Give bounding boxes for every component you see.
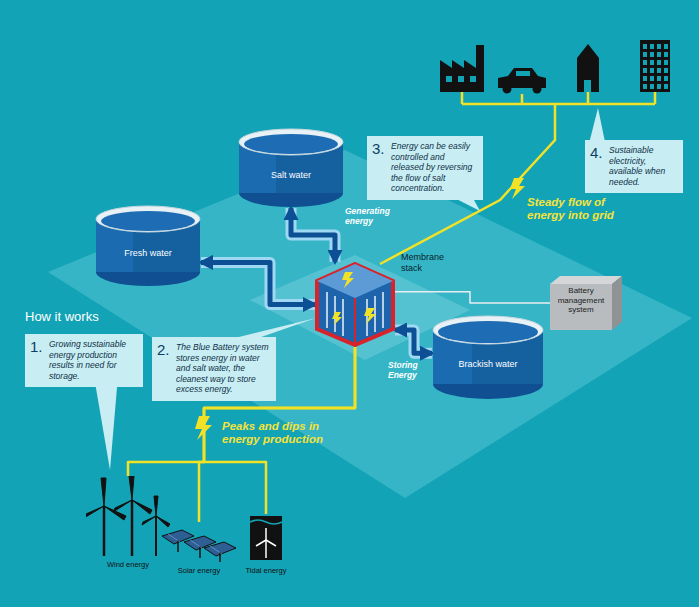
callout-text: Sustainable electricity, available when … xyxy=(606,145,677,187)
window xyxy=(643,60,647,65)
water-pipe xyxy=(291,208,335,262)
pipe-casing xyxy=(291,208,335,262)
wind-turbines xyxy=(86,476,170,556)
water-pipe xyxy=(395,330,432,353)
annotation-label: How it works xyxy=(25,309,135,324)
window xyxy=(643,76,647,81)
window xyxy=(664,52,668,57)
callout-pointer xyxy=(457,200,480,212)
membrane-cube xyxy=(315,262,395,347)
callout-pointer xyxy=(96,387,117,470)
callout-number: 1. xyxy=(30,339,46,354)
window xyxy=(664,68,668,73)
callout-pointer xyxy=(239,318,316,337)
window xyxy=(657,44,661,49)
window xyxy=(657,68,661,73)
tank-cylinder xyxy=(95,205,201,287)
battery-label: Battery management system xyxy=(550,276,612,315)
callout-text: The Blue Battery system stores energy in… xyxy=(173,342,270,395)
building-windows xyxy=(643,44,668,89)
source-label: Solar energy xyxy=(160,566,238,575)
tank-cylinder xyxy=(432,315,544,400)
callout-pointer xyxy=(590,108,605,140)
window xyxy=(664,60,668,65)
callout-pointers xyxy=(96,108,605,470)
window xyxy=(657,84,661,89)
platform xyxy=(48,150,692,498)
callout-number: 4. xyxy=(590,145,606,160)
tank-label: Fresh water xyxy=(95,248,201,258)
water-pipe xyxy=(201,262,315,304)
window xyxy=(657,76,661,81)
membrane-node: Membrane stack xyxy=(315,262,395,347)
callout-text: Growing sustainable energy production re… xyxy=(46,339,137,381)
tidal-turbine xyxy=(240,514,292,562)
window xyxy=(643,44,647,49)
window xyxy=(650,60,654,65)
annotation-label: Peaks and dips in energy production xyxy=(222,420,336,446)
wind-node: Wind energy xyxy=(86,476,170,569)
callout-text: Energy can be easily controlled and rele… xyxy=(388,141,477,194)
consumer-icons xyxy=(440,40,670,94)
window xyxy=(643,68,647,73)
callout-node: 4.Sustainable electricity, available whe… xyxy=(585,140,683,193)
callout-node: 2.The Blue Battery system stores energy … xyxy=(152,337,276,401)
window xyxy=(664,44,668,49)
annotation-label: Generating energy xyxy=(345,206,409,226)
tank-node: Brackish water xyxy=(432,315,544,400)
annotation-label: Steady flow of energy into grid xyxy=(527,196,639,222)
solar-node: Solar energy xyxy=(160,522,238,575)
tank-cylinder xyxy=(238,128,344,208)
solar-panels xyxy=(160,522,238,562)
tank-node: Fresh water xyxy=(95,205,201,287)
membrane-label: Membrane stack xyxy=(401,252,459,274)
tank-label: Salt water xyxy=(238,170,344,180)
tank-label: Brackish water xyxy=(432,359,544,369)
control-line xyxy=(395,292,550,303)
window xyxy=(664,84,668,89)
window xyxy=(650,52,654,57)
battery-node: Battery management system xyxy=(550,276,622,330)
tidal-node: Tidal energy xyxy=(240,514,292,575)
pipe-casing xyxy=(395,330,432,353)
source-label: Tidal energy xyxy=(240,566,292,575)
window xyxy=(657,52,661,57)
pipe-casing xyxy=(201,262,315,304)
callout-node: 1.Growing sustainable energy production … xyxy=(25,334,143,387)
annotation-label: Storing Energy xyxy=(388,360,430,380)
window xyxy=(650,76,654,81)
window xyxy=(650,68,654,73)
window xyxy=(650,84,654,89)
window xyxy=(664,76,668,81)
callout-number: 2. xyxy=(157,342,173,357)
tank-node: Salt water xyxy=(238,128,344,208)
source-label: Wind energy xyxy=(86,560,170,569)
callout-node: 3.Energy can be easily controlled and re… xyxy=(367,136,483,200)
window xyxy=(643,84,647,89)
window xyxy=(657,60,661,65)
window xyxy=(650,44,654,49)
window xyxy=(643,52,647,57)
lightning-symbols xyxy=(195,178,525,440)
callout-number: 3. xyxy=(372,141,388,156)
